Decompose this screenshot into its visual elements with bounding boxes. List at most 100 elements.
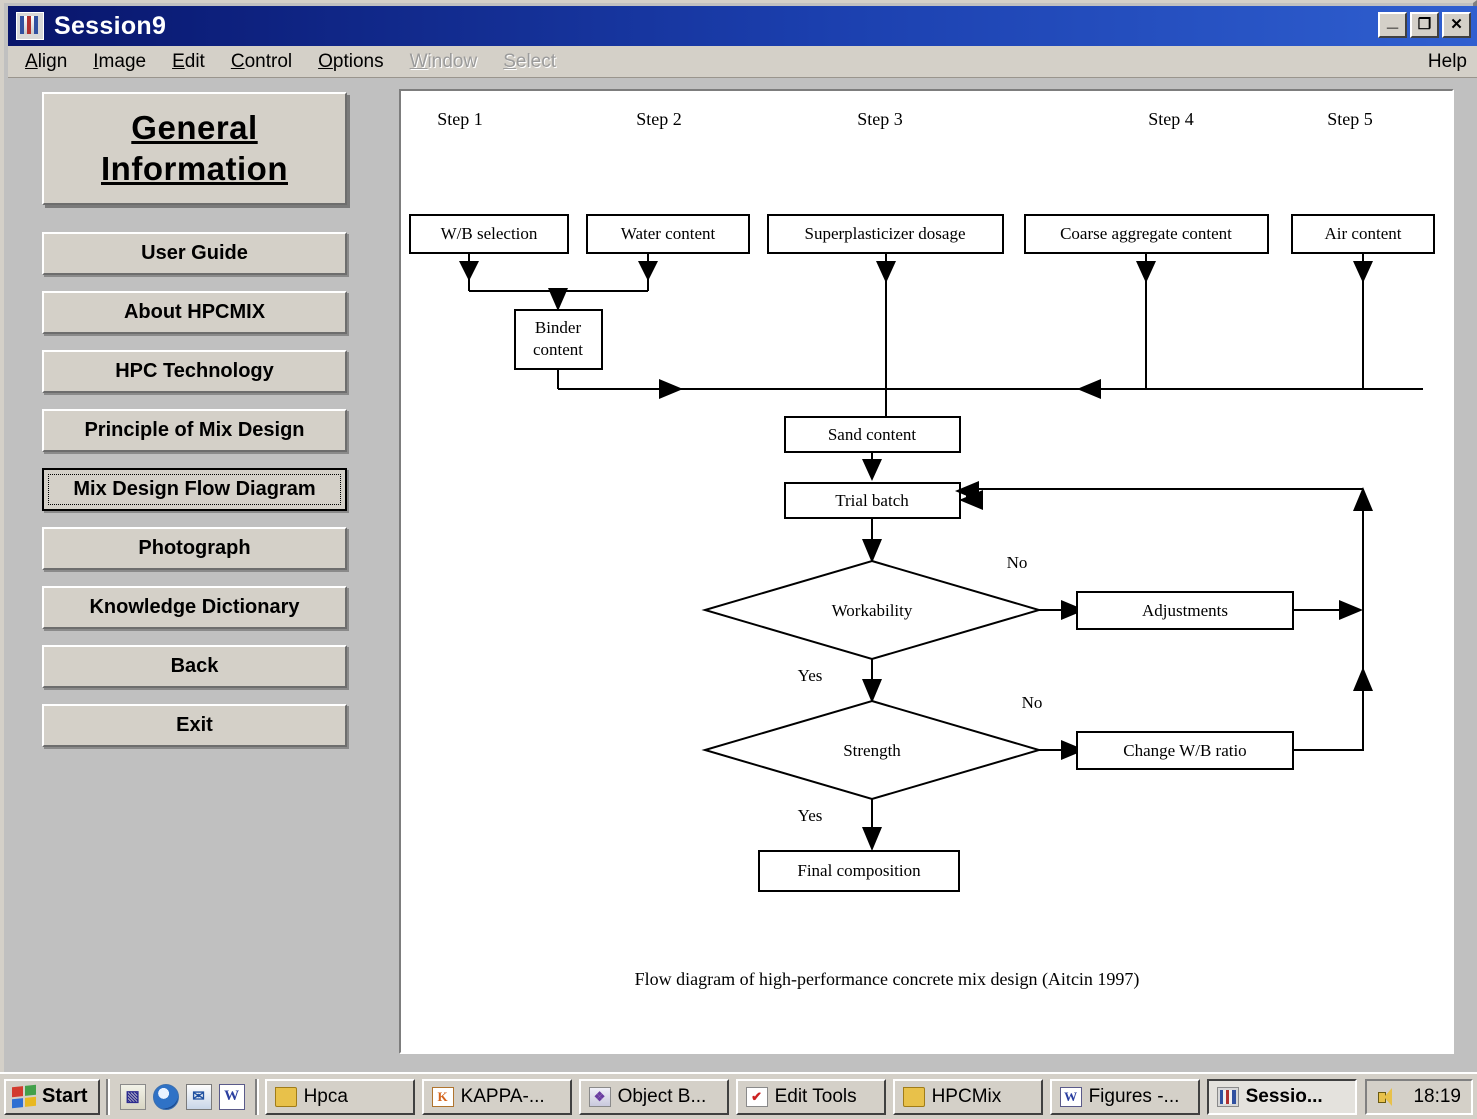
arrow-bus-left	[1077, 379, 1101, 399]
sidebar-item-hpc-technology[interactable]: HPC Technology	[42, 350, 347, 393]
task-label-object-browser: Object B...	[617, 1085, 707, 1107]
folder-icon	[274, 1086, 297, 1107]
box-wb-selection	[409, 214, 569, 254]
label-air-content: Air content	[1325, 224, 1402, 243]
sidebar-item-photograph[interactable]: Photograph	[42, 527, 347, 570]
internet-explorer-icon[interactable]: e	[152, 1083, 179, 1110]
arrow-coarse-aggregate-down	[1136, 261, 1156, 283]
task-button-hpcmix[interactable]: HPCMix	[892, 1078, 1043, 1115]
edit-tools-icon: ✔	[745, 1086, 768, 1107]
sidebar-item-principle-of-mix-design[interactable]: Principle of Mix Design	[42, 409, 347, 452]
menu-item-image[interactable]: Image	[93, 50, 147, 72]
arrow-workability-yes	[862, 679, 882, 703]
label-workability-yes: Yes	[798, 666, 823, 685]
sidebar-item-back[interactable]: Back	[42, 645, 347, 688]
sidebar-item-knowledge-dictionary[interactable]: Knowledge Dictionary	[42, 586, 347, 629]
sidebar-item-mix-design-flow-diagram[interactable]: Mix Design Flow Diagram	[42, 468, 347, 511]
show-desktop-icon[interactable]: ▧	[119, 1083, 146, 1110]
task-label-hpca: Hpca	[303, 1085, 348, 1107]
word-icon[interactable]: W	[218, 1083, 245, 1110]
start-label: Start	[42, 1085, 88, 1107]
folder-icon	[902, 1086, 925, 1107]
task-button-edit-tools[interactable]: ✔ Edit Tools	[735, 1078, 886, 1115]
menu-item-help[interactable]: Help	[1427, 50, 1467, 72]
sidebar-item-user-guide[interactable]: User Guide	[42, 232, 347, 275]
arrow-trial-to-workability	[862, 539, 882, 563]
box-superplasticizer-dosage	[767, 214, 1004, 254]
box-final-composition	[758, 850, 960, 892]
task-button-object-browser[interactable]: ❖ Object B...	[578, 1078, 729, 1115]
menu-item-edit[interactable]: Edit	[172, 50, 205, 72]
task-label-kappa: KAPPA-...	[460, 1085, 545, 1107]
box-sand-content	[784, 416, 961, 453]
label-final-composition: Final composition	[797, 861, 921, 880]
menu-item-align[interactable]: Align	[25, 50, 68, 72]
task-label-figures: Figures -...	[1088, 1085, 1180, 1107]
taskbar-divider-1	[105, 1078, 110, 1115]
arrow-strength-yes	[862, 827, 882, 851]
app-icon	[16, 12, 44, 40]
box-binder-content	[514, 309, 603, 370]
box-water-content	[586, 214, 750, 254]
menu-label-image: mage	[98, 50, 147, 72]
task-button-session9[interactable]: Sessio...	[1206, 1078, 1357, 1115]
task-label-session9: Sessio...	[1245, 1085, 1323, 1107]
arrow-rail-up-top	[1353, 487, 1373, 511]
mix-design-flow-diagram-panel: Step 1 Step 2 Step 3 Step 4 Step 5 W/B s…	[399, 89, 1454, 1054]
menu-label-edit: dit	[184, 50, 205, 72]
arrow-water-down	[638, 261, 658, 281]
menu-label-control: ontrol	[244, 50, 293, 72]
title-bar: Session9 _ ❐ ✕	[8, 6, 1477, 46]
task-button-hpca[interactable]: Hpca	[264, 1078, 415, 1115]
header-line-1: General	[131, 108, 258, 146]
arrow-strength-no	[1061, 740, 1085, 760]
close-icon: ✕	[1450, 16, 1463, 33]
minimize-button[interactable]: _	[1378, 10, 1407, 38]
menu-item-control[interactable]: Control	[230, 50, 293, 72]
arrow-into-trial-batch	[959, 490, 983, 510]
speaker-icon[interactable]	[1377, 1087, 1399, 1107]
header-line-2: Information	[101, 149, 288, 187]
task-button-figures[interactable]: W Figures -...	[1049, 1078, 1200, 1115]
sidebar-label-user-guide: User Guide	[141, 242, 248, 264]
sidebar-label-photograph: Photograph	[138, 537, 251, 559]
start-button[interactable]: Start	[4, 1078, 100, 1115]
menu-item-window: Window	[409, 50, 478, 72]
restore-button[interactable]: ❐	[1410, 12, 1439, 38]
diagram-caption: Flow diagram of high-performance concret…	[635, 969, 1140, 990]
window-title: Session9	[54, 11, 167, 40]
menu-item-options[interactable]: Options	[318, 50, 384, 72]
arrow-adjustments-to-rail	[1339, 600, 1363, 620]
step-label-2: Step 2	[636, 109, 682, 129]
arrow-sand-to-trial	[862, 459, 882, 481]
label-binder-content-line2: content	[533, 340, 583, 359]
menu-label-align: lign	[37, 50, 68, 72]
clock[interactable]: 18:19	[1413, 1085, 1461, 1107]
sidebar-label-back: Back	[170, 655, 219, 677]
sidebar-label-principle-of-mix-design: Principle of Mix Design	[84, 419, 305, 441]
sidebar-label-about-hpcmix: About HPCMIX	[123, 301, 266, 323]
task-button-kappa[interactable]: K KAPPA-...	[421, 1078, 572, 1115]
label-adjustments: Adjustments	[1142, 601, 1228, 620]
sidebar-label-mix-design-flow-diagram: Mix Design Flow Diagram	[73, 478, 316, 500]
client-area: General Information User Guide About HPC…	[8, 78, 1477, 1072]
label-wb-selection: W/B selection	[441, 224, 538, 243]
step-label-3: Step 3	[857, 109, 903, 129]
sidebar-label-knowledge-dictionary: Knowledge Dictionary	[89, 596, 300, 618]
object-browser-icon: ❖	[588, 1086, 611, 1107]
sidebar-label-exit: Exit	[176, 714, 213, 736]
label-coarse-aggregate-content: Coarse aggregate content	[1060, 224, 1232, 243]
outlook-express-icon[interactable]: ✉	[185, 1083, 212, 1110]
task-label-hpcmix: HPCMix	[931, 1085, 1002, 1107]
close-button[interactable]: ✕	[1442, 12, 1471, 38]
sidebar-item-about-hpcmix[interactable]: About HPCMIX	[42, 291, 347, 334]
sidebar-label-hpc-technology: HPC Technology	[115, 360, 274, 382]
label-strength: Strength	[843, 741, 901, 760]
label-superplasticizer-dosage: Superplasticizer dosage	[805, 224, 966, 243]
sidebar-item-exit[interactable]: Exit	[42, 704, 347, 747]
arrow-air-content-down	[1353, 261, 1373, 283]
kappa-icon: K	[431, 1086, 454, 1107]
sidebar-button-list: User Guide About HPCMIX HPC Technology P…	[42, 232, 367, 747]
step-label-1: Step 1	[437, 109, 483, 129]
task-label-edit-tools: Edit Tools	[774, 1085, 857, 1107]
